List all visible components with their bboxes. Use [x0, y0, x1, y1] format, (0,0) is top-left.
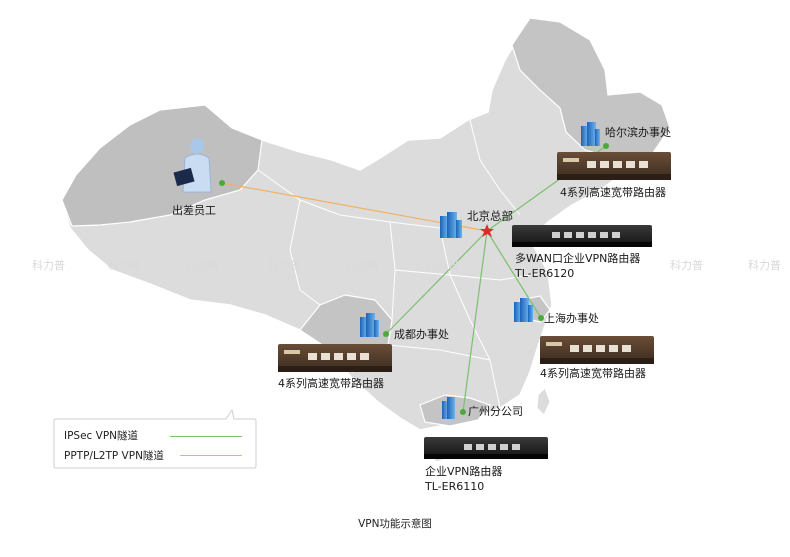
traveler-label: 出差员工 [172, 204, 216, 217]
guangzhou-dot [460, 409, 466, 415]
hq-star-icon [480, 224, 494, 237]
guangzhou-building-icon [442, 397, 455, 419]
figure-caption: VPN功能示意图 [358, 518, 432, 530]
ipsec-tunnel-chengdu [385, 230, 488, 335]
legend-ipsec-line [170, 436, 242, 437]
shanghai-router-label: 4系列高速宽带路由器 [540, 367, 646, 380]
watermark-6: 科力普 [426, 259, 459, 272]
harbin-label: 哈尔滨办事处 [605, 126, 671, 139]
region-xinjiang [61, 104, 263, 227]
watermark-3: 科力普 [186, 259, 219, 272]
legend-pptp-line [180, 455, 242, 456]
harbin-building-icon [581, 122, 600, 146]
hq-router-icon [512, 225, 652, 247]
legend-ipsec-label: IPSec VPN隧道 [64, 430, 139, 442]
hq-router-label-1: 多WAN口企业VPN路由器 [515, 252, 641, 265]
harbin-router-label: 4系列高速宽带路由器 [560, 186, 666, 199]
traveler-dot [219, 180, 225, 186]
hq-building-icon [440, 212, 462, 238]
shanghai-label: 上海办事处 [544, 312, 599, 325]
harbin-router-icon [557, 152, 671, 180]
chengdu-label: 成都办事处 [394, 328, 449, 341]
guangzhou-label: 广州分公司 [468, 405, 523, 418]
traveler-person-icon [173, 138, 212, 193]
hq-router-label-2: TL-ER6120 [515, 267, 575, 280]
chengdu-router-icon [278, 344, 392, 372]
watermark-2: 科力普 [108, 259, 141, 272]
province-borders [257, 119, 549, 409]
guangzhou-router-label-1: 企业VPN路由器 [425, 465, 503, 478]
shanghai-building-icon [514, 298, 533, 322]
guangzhou-router-icon [424, 437, 548, 459]
watermark-4: 科力普 [268, 259, 301, 272]
watermark-7: 科力普 [670, 259, 703, 272]
ipsec-tunnel-guangzhou [462, 230, 488, 413]
legend: IPSec VPN隧道 PPTP/L2TP VPN隧道 [52, 408, 256, 468]
ipsec-tunnel-shanghai [486, 230, 542, 319]
legend-pptp-label: PPTP/L2TP VPN隧道 [64, 450, 164, 462]
chengdu-building-icon [360, 313, 379, 337]
hq-label: 北京总部 [467, 209, 513, 223]
taiwan [536, 387, 551, 416]
shanghai-router-icon [540, 336, 654, 364]
watermark-1: 科力普 [32, 259, 65, 272]
watermark-5: 科力普 [346, 259, 379, 272]
chengdu-router-label: 4系列高速宽带路由器 [278, 377, 384, 390]
harbin-dot [603, 143, 609, 149]
chengdu-dot [383, 331, 389, 337]
legend-box [53, 408, 257, 469]
guangzhou-router-label-2: TL-ER6110 [425, 480, 485, 493]
shanghai-dot [538, 315, 544, 321]
watermark-8: 科力普 [748, 259, 781, 272]
